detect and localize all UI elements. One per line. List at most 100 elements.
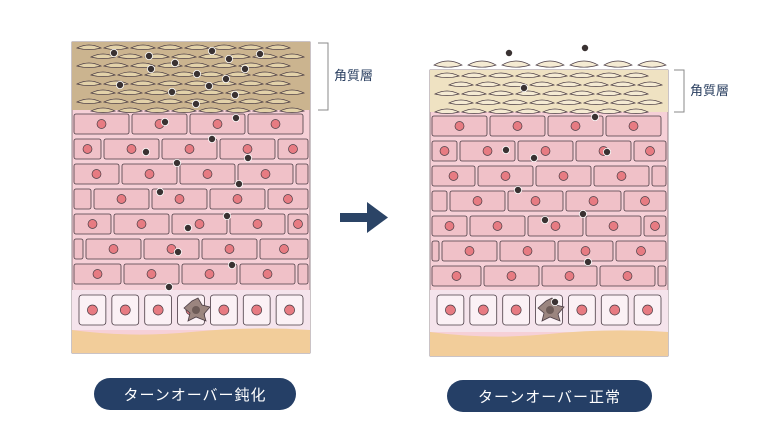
corneocyte-flake [198,89,224,95]
corneocyte-flake [265,80,291,86]
basal-nucleus [218,304,230,316]
corneocyte-flake [103,98,129,104]
corneocyte-flake [448,81,474,87]
cell-nucleus [628,121,639,131]
cell-nucleus [262,269,273,279]
melanin-granule [501,145,510,154]
corneocyte-flake [117,71,143,77]
cell-nucleus [439,146,450,156]
corneocyte-flake [596,90,622,96]
corneocyte-flake [461,108,487,114]
corneocyte-flake [461,72,487,78]
corneocyte-flake [515,108,541,114]
epidermal-cell [651,165,667,187]
cell-nucleus [260,169,271,179]
corneocyte-flake [211,80,237,86]
melanin-granule [172,158,181,167]
basal-nucleus [152,304,164,316]
corneocyte-flake [184,62,210,68]
cell-nucleus [224,244,235,254]
cell-nucleus [144,169,155,179]
cell-nucleus [91,169,102,179]
corneocyte-flake [467,60,497,68]
corneocyte-flake [583,99,609,105]
melanin-granule [110,49,119,58]
corneocyte-flake [117,53,143,59]
cell-nucleus [512,121,523,131]
corneocyte-flake [637,81,663,87]
melanin-granule [207,47,216,56]
melanin-granule [240,65,249,74]
melanin-granule [160,118,169,127]
basal-nucleus [119,304,131,316]
cell-nucleus [640,196,650,206]
corneocyte-flake [265,44,291,50]
corneocyte-flake [542,108,568,114]
epidermal-cell [431,240,440,262]
corneocyte-flake [529,99,555,105]
dermis [72,328,310,353]
right-caption: ターンオーバー正常 [447,380,652,412]
cell-nucleus [232,194,243,204]
corneocyte-flake [157,80,183,86]
corneocyte-flake [623,72,649,78]
cell-nucleus [492,221,503,231]
melanin-granule [591,113,600,122]
cell-nucleus [464,246,475,256]
corneocyte-flake [198,71,224,77]
corneocyte-flake [130,80,156,86]
cell-nucleus [279,244,289,254]
cell-nucleus [283,194,293,204]
corneocyte-flake [90,53,116,59]
dermis [430,330,668,356]
melanin-granule [192,70,201,79]
corneocyte-flake [488,108,514,114]
corneocyte-flake [171,107,197,113]
basal-nucleus [284,304,295,316]
corneocyte-flake [144,107,170,113]
melanin-granule [167,88,176,97]
melanin-granule [541,215,550,224]
melanocyte-nucleus [546,306,554,314]
cell-nucleus [252,219,263,229]
melanin-granule [146,65,155,74]
corneocyte-flake [610,81,636,87]
melanin-granule [173,247,182,256]
corneocyte-flake [279,89,305,95]
corneocyte-flake [556,99,582,105]
epidermal-cell [295,163,309,185]
cell-nucleus [448,171,459,181]
corneocyte-flake [211,62,237,68]
cell-nucleus [444,221,455,231]
corneocyte-flake [171,89,197,95]
right-bracket: 角質層 [674,69,729,113]
corneocyte-flake [475,99,501,105]
melanin-granule [207,134,216,143]
melanin-granule [551,297,560,306]
melanin-granule [227,260,236,269]
cell-nucleus [622,271,633,281]
cell-nucleus [288,144,298,154]
left-bracket-label: 角質層 [334,69,373,84]
corneocyte-flake [529,81,555,87]
corneocyte-flake [542,90,568,96]
cell-nucleus [454,121,465,131]
melanin-granule [243,153,252,162]
corneocyte-flake [448,99,474,105]
corneocyte-flake [637,60,667,68]
right-bracket-label: 角質層 [690,84,729,99]
cell-nucleus [87,219,98,229]
cell-nucleus [82,144,93,154]
melanin-granule [584,257,593,266]
cell-nucleus [451,271,462,281]
cell-nucleus [522,246,533,256]
cell-nucleus [570,121,581,131]
left-skin-panel [71,41,311,354]
cell-nucleus [126,144,137,154]
melanin-granule [204,82,213,91]
corneocyte-flake [279,53,305,59]
melanin-granule [579,209,588,218]
corneocyte-flake [279,71,305,77]
cell-nucleus [116,194,127,204]
corneocyte-flake [569,108,595,114]
